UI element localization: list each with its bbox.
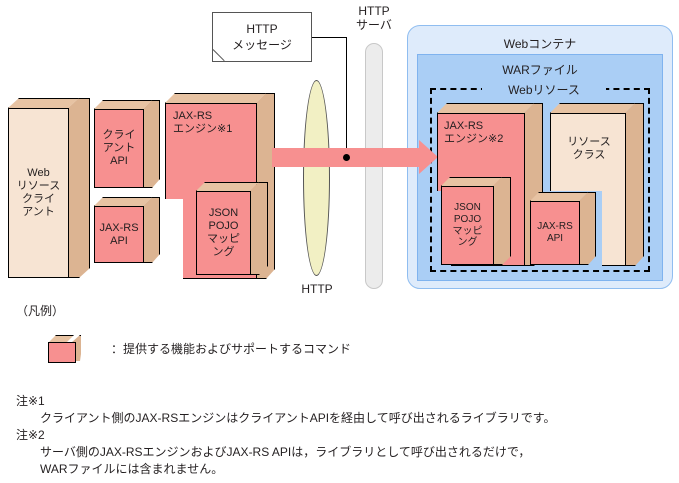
server-json-pojo-mapping-box: JSON POJO マッピ ング xyxy=(441,177,511,265)
client-json-pojo-mapping-label: JSON POJO マッピ ング xyxy=(207,207,240,258)
web-resource-client-box: Web リソース クライ アント xyxy=(8,98,90,278)
note-2-line-2: WARファイルには含まれません。 xyxy=(40,462,224,476)
server-jaxrs-api-label: JAX-RS API xyxy=(537,221,573,244)
note-1-line-1: クライアント側のJAX-RSエンジンはクライアントAPIを経由して呼び出されるラ… xyxy=(40,411,556,425)
note-1-marker: 注※1 xyxy=(16,394,45,408)
legend-cube-icon xyxy=(48,335,82,363)
legend-cube-front-face xyxy=(48,342,76,363)
web-container-title: Webコンテナ xyxy=(503,37,577,51)
http-pipe xyxy=(303,80,330,276)
resource-class-label: リソース クラス xyxy=(567,136,611,161)
client-jaxrs-api-label: JAX-RS API xyxy=(99,221,139,247)
war-file-title: WARファイル xyxy=(502,63,578,77)
request-arrow-head xyxy=(419,140,438,174)
client-api-label: クライ アント API xyxy=(102,129,136,167)
server-jaxrs-engine-label: JAX-RS エンジン※2 xyxy=(444,120,504,145)
http-message-callout: HTTP メッセージ xyxy=(212,12,312,62)
http-pipe-label: HTTP xyxy=(301,282,333,296)
client-jaxrs-api-box: JAX-RS API xyxy=(94,197,160,263)
callout-leader-vertical xyxy=(346,37,347,159)
callout-anchor-dot xyxy=(343,154,350,161)
http-message-callout-label: HTTP メッセージ xyxy=(232,21,292,52)
client-json-pojo-mapping-box: JSON POJO マッピ ング xyxy=(196,182,268,275)
legend-entry-text: ：提供する機能およびサポートするコマンド xyxy=(111,342,352,356)
callout-leader-horizontal xyxy=(312,37,347,38)
client-jaxrs-engine-label: JAX-RS エンジン※1 xyxy=(173,110,233,135)
client-api-box: クライ アント API xyxy=(94,100,160,188)
http-server-label: HTTP サーバ xyxy=(356,4,392,33)
web-resource-title: Webリソース xyxy=(482,81,606,98)
server-json-pojo-mapping-label: JSON POJO マッピ ング xyxy=(452,201,483,249)
note-2-line-1: サーバ側のJAX-RSエンジンおよびJAX-RS APIは，ライブラリとして呼び… xyxy=(40,445,531,459)
legend-heading: （凡例） xyxy=(16,304,65,318)
server-jaxrs-api-box: JAX-RS API xyxy=(530,192,596,265)
note-2-marker: 注※2 xyxy=(16,428,45,442)
web-resource-client-label: Web リソース クライ アント xyxy=(16,167,61,218)
